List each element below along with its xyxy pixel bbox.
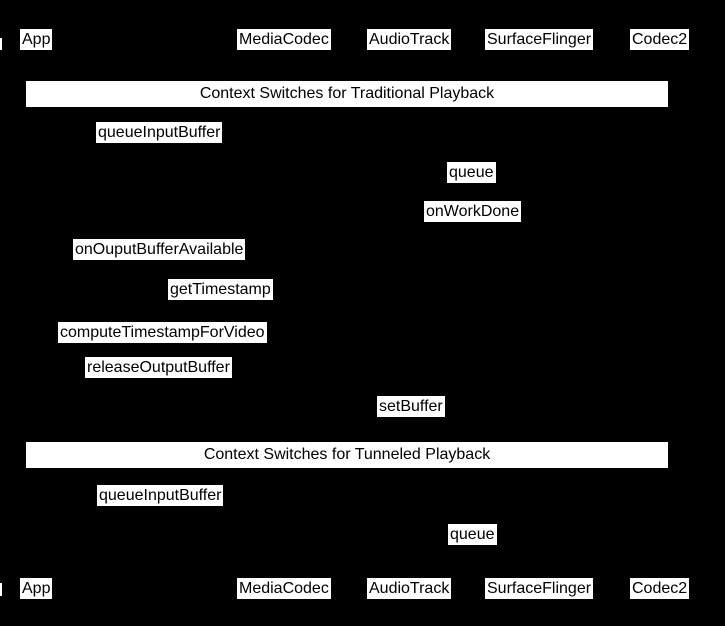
message-label-gettimestamp: getTimestamp — [168, 279, 273, 300]
message-label-releaseoutputbuffer: releaseOutputBuffer — [85, 357, 232, 378]
section-banner-context-switches-for-tunneled-playback: Context Switches for Tunneled Playback — [26, 442, 668, 468]
message-label-onworkdone: onWorkDone — [424, 201, 522, 222]
participant-bottom-codec2: Codec2 — [630, 578, 690, 599]
message-label-queueinputbuffer: queueInputBuffer — [97, 485, 224, 506]
participant-bottom-audiotrack: AudioTrack — [367, 578, 452, 599]
participant-top-surfaceflinger: SurfaceFlinger — [485, 29, 594, 50]
message-label-computetimestampforvideo: computeTimestampForVideo — [58, 322, 267, 343]
participant-bottom-app: App — [20, 578, 53, 599]
participant-bottom-surfaceflinger: SurfaceFlinger — [485, 578, 594, 599]
message-label-onouputbufferavailable: onOuputBufferAvailable — [73, 239, 246, 260]
message-label-setbuffer: setBuffer — [377, 396, 445, 417]
edge-fragment — [0, 583, 2, 596]
section-banner-context-switches-for-traditional-playback: Context Switches for Traditional Playbac… — [26, 81, 668, 107]
participant-bottom-mediacodec: MediaCodec — [237, 578, 331, 599]
message-label-queue: queue — [447, 162, 496, 183]
message-label-queueinputbuffer: queueInputBuffer — [96, 122, 223, 143]
edge-fragment — [0, 38, 2, 50]
message-label-queue: queue — [448, 524, 497, 545]
participant-top-mediacodec: MediaCodec — [237, 29, 331, 50]
participant-top-codec2: Codec2 — [630, 29, 690, 50]
participant-top-audiotrack: AudioTrack — [367, 29, 452, 50]
participant-top-app: App — [20, 29, 53, 50]
